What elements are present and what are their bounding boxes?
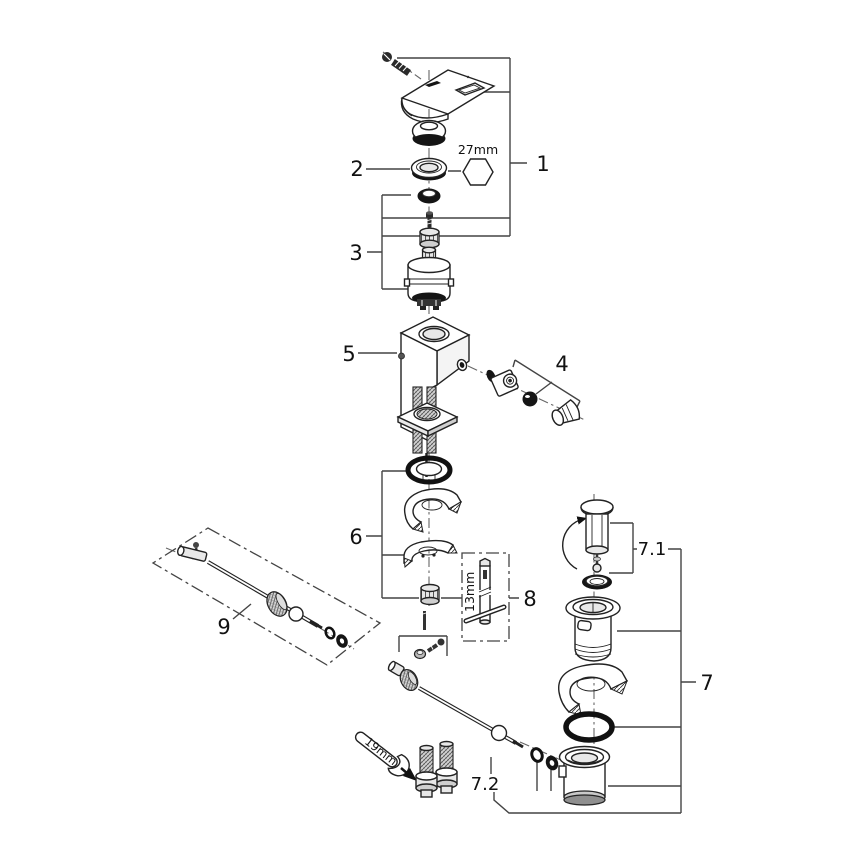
lift-rod-assembly xyxy=(177,542,348,648)
drain-cup xyxy=(558,745,611,806)
cartridge xyxy=(403,246,455,310)
drain-clamp xyxy=(558,663,628,716)
callout-5: 5 xyxy=(342,342,355,366)
popup-plug xyxy=(561,499,614,573)
lever-handle xyxy=(400,69,496,124)
callout-9: 9 xyxy=(217,615,230,639)
mounting-nut xyxy=(420,583,440,606)
mounting-ring xyxy=(410,157,448,181)
clamp-upper xyxy=(403,488,462,533)
handle-screw xyxy=(382,52,411,76)
callout-lines xyxy=(151,57,696,814)
hex-27mm-symbol xyxy=(462,158,494,186)
callout-7: 7 xyxy=(700,671,713,695)
socket-tool-13mm xyxy=(463,557,507,625)
callout-3: 3 xyxy=(349,241,362,265)
clamp-lower xyxy=(403,539,458,568)
callout-7-1: 7.1 xyxy=(638,539,667,560)
pointer-arrow xyxy=(403,768,417,781)
callout-7-2: 7.2 xyxy=(471,774,500,795)
dim-13mm: 13mm xyxy=(462,572,477,612)
escutcheon-plate xyxy=(396,402,459,438)
dim-27mm: 27mm xyxy=(458,142,498,157)
cartridge-screw xyxy=(426,211,433,228)
pivot-pin xyxy=(422,611,427,630)
aerator-assembly xyxy=(486,369,581,426)
cap-nut xyxy=(419,227,440,249)
labels: 1 2 3 4 5 6 7 7.1 7.2 8 9 27mm 13mm 19mm xyxy=(217,142,713,795)
callout-6: 6 xyxy=(349,525,362,549)
drain-oring xyxy=(563,711,615,743)
hose-connectors xyxy=(415,740,458,798)
dim-19mm: 19mm xyxy=(362,734,400,768)
handle-dome-cap xyxy=(411,119,447,146)
callout-4: 4 xyxy=(555,352,568,376)
callout-8: 8 xyxy=(523,587,536,611)
lift-rod-linkage xyxy=(387,638,559,771)
center-lines xyxy=(165,51,595,773)
oring-horseshoe xyxy=(405,455,453,485)
drain-flange xyxy=(565,596,621,662)
callout-1: 1 xyxy=(536,152,549,176)
seal-ring xyxy=(417,188,441,204)
wrench-19mm xyxy=(354,731,417,781)
callout-2: 2 xyxy=(350,157,363,181)
plug-seal xyxy=(582,574,612,590)
